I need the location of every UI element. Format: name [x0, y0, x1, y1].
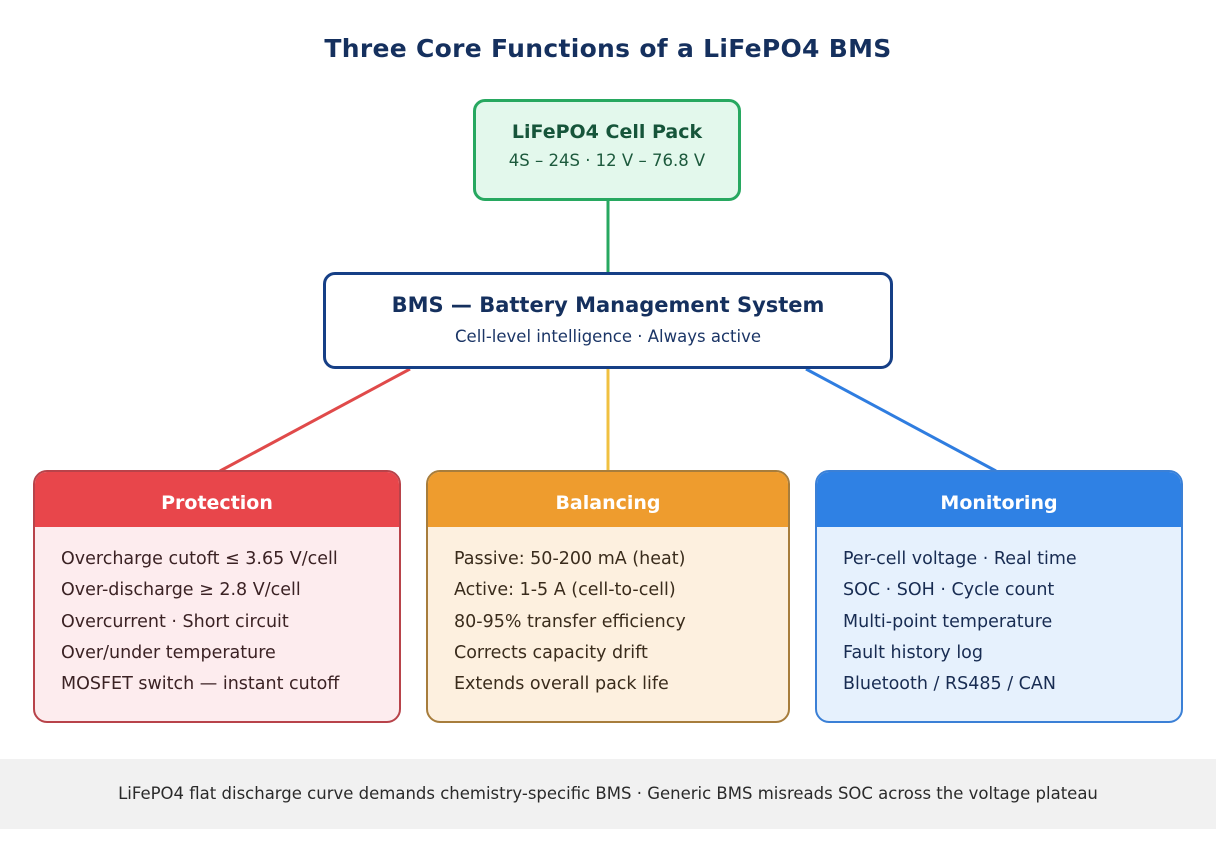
list-item: Fault history log: [843, 642, 983, 663]
list-item: Multi-point temperature: [843, 611, 1053, 632]
list-item: Bluetooth / RS485 / CAN: [843, 674, 1056, 695]
balancing-list: Passive: 50-200 mA (heat) Active: 1-5 A …: [428, 527, 788, 700]
protection-card-title: Protection: [35, 472, 399, 527]
list-item: Active: 1-5 A (cell-to-cell): [454, 580, 676, 601]
list-item: SOC · SOH · Cycle count: [843, 580, 1055, 601]
list-item: Passive: 50-200 mA (heat): [454, 549, 686, 569]
list-item: Over-discharge ≥ 2.8 V/cell: [61, 580, 301, 601]
balancing-card-title: Balancing: [428, 472, 788, 527]
list-item: Per-cell voltage · Real time: [843, 549, 1077, 569]
list-item: 80-95% transfer efficiency: [454, 611, 686, 632]
monitoring-card-title: Monitoring: [817, 472, 1181, 527]
list-item: Overcharge cutoft ≤ 3.65 V/cell: [61, 549, 338, 569]
bms-heading: BMS — Battery Management System: [391, 293, 825, 317]
list-item: Corrects capacity drift: [454, 642, 648, 663]
diagram-title: Three Core Functions of a LiFePO4 BMS: [324, 34, 892, 63]
list-item: Over/under temperature: [61, 642, 276, 663]
cell-pack-subtitle: 4S – 24S · 12 V – 76.8 V: [508, 151, 706, 170]
bms-node: BMS — Battery Management System Cell-lev…: [323, 272, 893, 369]
bms-subtitle: Cell-level intelligence · Always active: [455, 327, 761, 346]
list-item: Overcurrent · Short circuit: [61, 611, 289, 632]
cell-pack-heading: LiFePO4 Cell Pack: [511, 121, 703, 143]
protection-card: Protection Overcharge cutoft ≤ 3.65 V/ce…: [33, 470, 401, 723]
connector-bms-to-protection: [219, 367, 411, 473]
footer-note: LiFePO4 flat discharge curve demands che…: [0, 759, 1216, 829]
connector-bms-to-monitoring: [805, 367, 997, 473]
monitoring-list: Per-cell voltage · Real time SOC · SOH ·…: [817, 527, 1181, 700]
balancing-card: Balancing Passive: 50-200 mA (heat) Acti…: [426, 470, 790, 723]
protection-list: Overcharge cutoft ≤ 3.65 V/cell Over-dis…: [35, 527, 399, 700]
list-item: Extends overall pack life: [454, 674, 669, 695]
monitoring-card: Monitoring Per-cell voltage · Real time …: [815, 470, 1183, 723]
cell-pack-node: LiFePO4 Cell Pack 4S – 24S · 12 V – 76.8…: [473, 99, 741, 201]
list-item: MOSFET switch — instant cutoff: [61, 674, 340, 695]
